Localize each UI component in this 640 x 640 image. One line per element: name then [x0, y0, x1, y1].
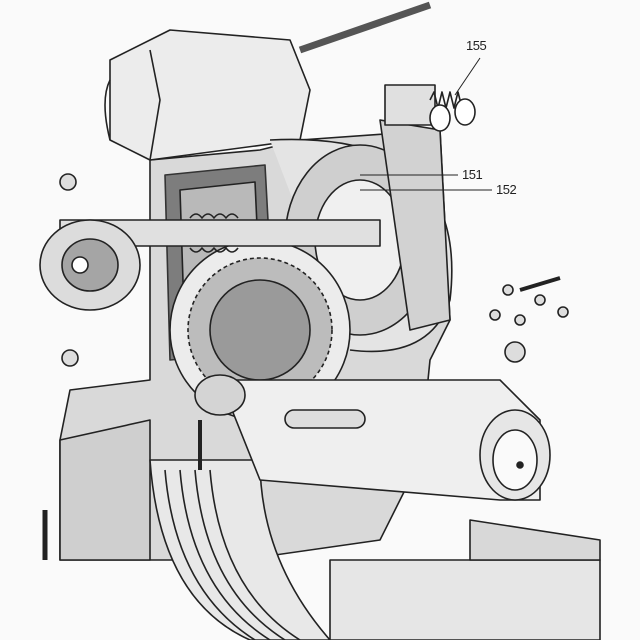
- base-plinth: [329, 519, 601, 640]
- traction-sheave: [149, 459, 331, 640]
- brake-spring-assembly: [384, 84, 476, 132]
- worm-shaft: [39, 213, 381, 311]
- callout-155: 155: [466, 38, 487, 53]
- callout-152: 152: [496, 182, 517, 197]
- exploded-bolts: [42, 173, 569, 560]
- motor-cover: [104, 1, 432, 161]
- callout-leaders: [360, 57, 492, 191]
- callout-151: 151: [462, 167, 483, 182]
- output-shaft: [194, 374, 551, 501]
